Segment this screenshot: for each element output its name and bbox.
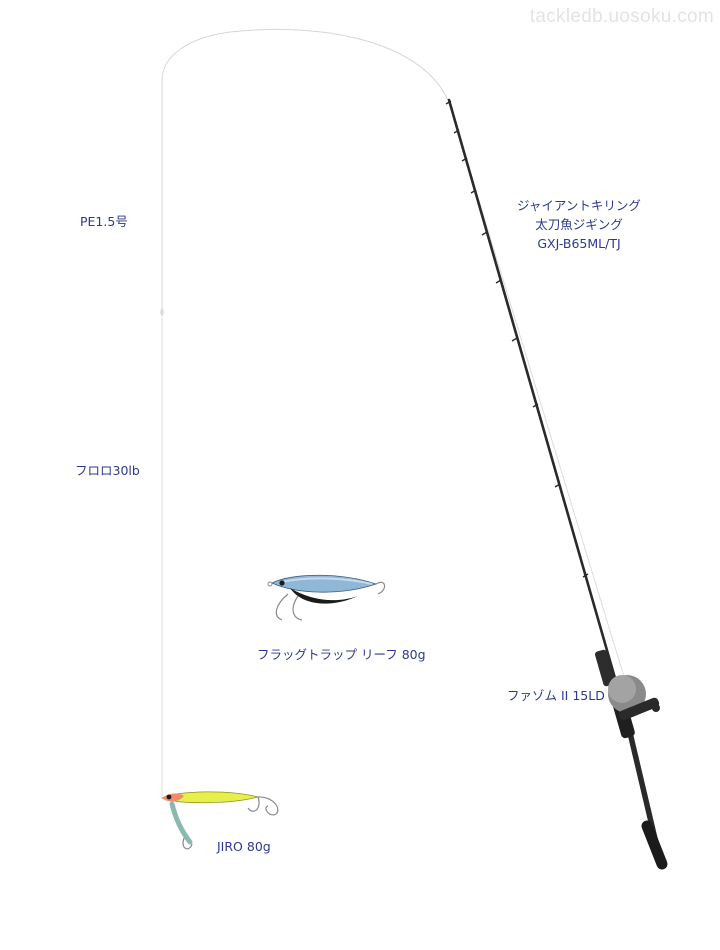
rod-label: ジャイアントキリング 太刀魚ジギング GXJ-B65ML/TJ	[505, 196, 653, 253]
lure-label-flagtrap: フラッグトラップ リーフ 80g	[257, 647, 426, 662]
lure-flagtrap-leaf	[267, 574, 386, 621]
main-line	[161, 28, 449, 312]
rod-model: GXJ-B65ML/TJ	[537, 236, 621, 251]
rod-grip	[641, 820, 668, 870]
watermark: tackledb.uosoku.com	[529, 6, 714, 27]
line-knot	[160, 306, 164, 318]
lure-jiro	[160, 791, 279, 850]
main-line-label: PE1.5号	[80, 214, 128, 229]
rod-name-line1: ジャイアントキリング	[517, 198, 641, 213]
lure-label-jiro: JIRO 80g	[217, 839, 271, 854]
leader-line-label: フロロ30lb	[75, 463, 140, 478]
fore-grip	[594, 649, 616, 687]
reel-label: ファゾム II 15LD	[507, 688, 605, 703]
rod-guides	[445, 100, 589, 578]
bait-reel	[608, 675, 660, 721]
rod-name-line2: 太刀魚ジギング	[535, 217, 623, 232]
rod-blank	[447, 98, 629, 722]
